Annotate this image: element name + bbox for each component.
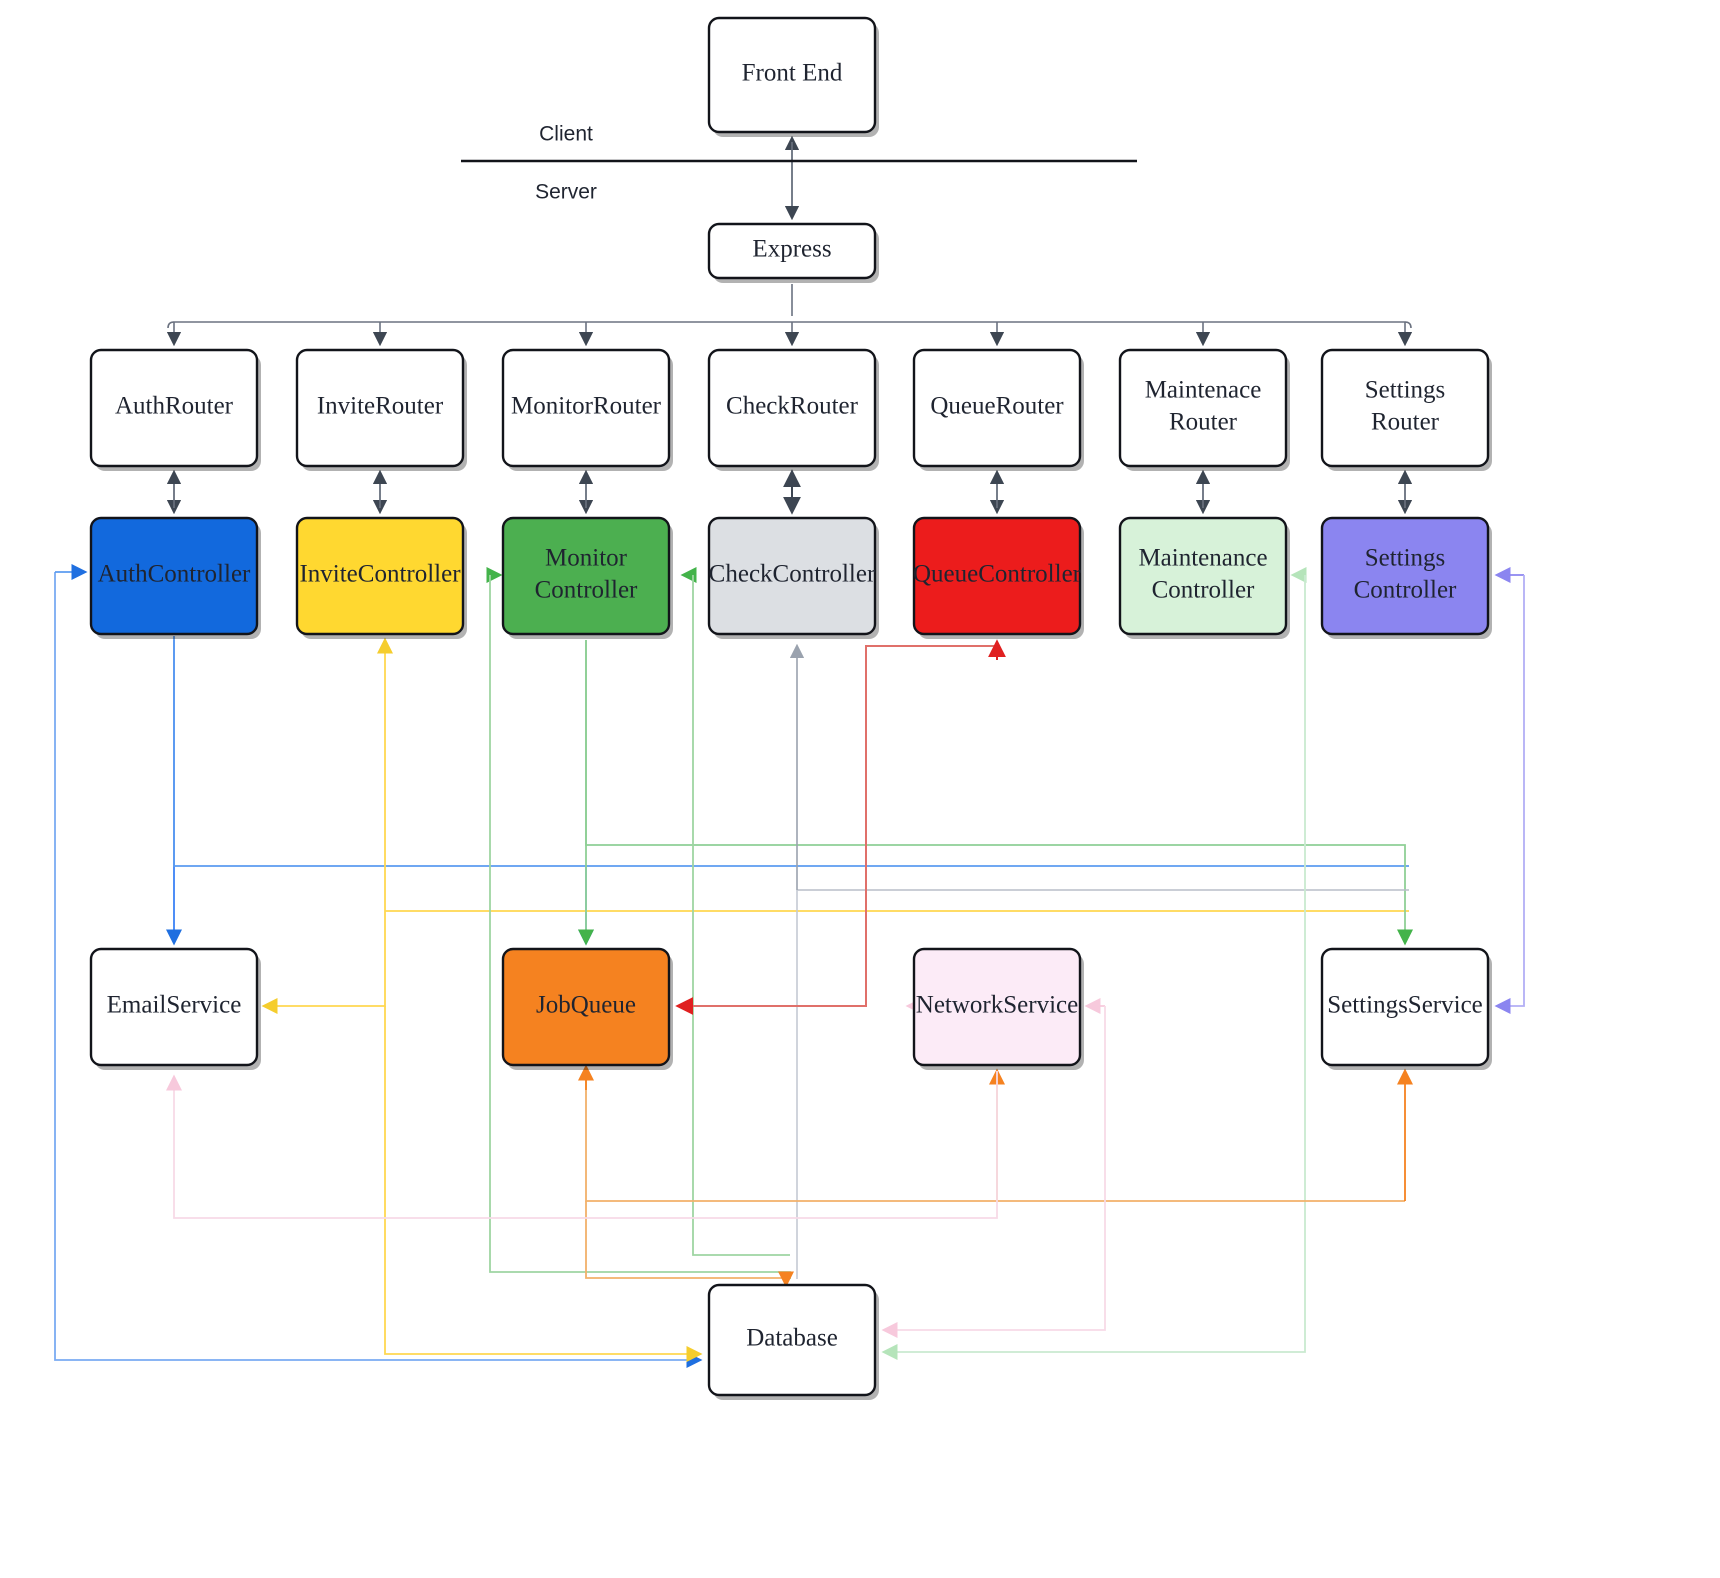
node-label-maintenanceController: Maintenance xyxy=(1138,545,1267,572)
node-label-frontend: Front End xyxy=(742,60,843,87)
edge-monitor-left-riser xyxy=(489,575,791,1279)
node-box-inviteRouter[interactable] xyxy=(295,348,465,468)
node-checkController[interactable]: CheckController xyxy=(707,516,879,639)
node-box-monitorRouter[interactable] xyxy=(501,348,671,468)
node-inviteRouter[interactable]: InviteRouter xyxy=(295,348,467,471)
node-label-jobQueue: JobQueue xyxy=(536,992,636,1019)
node-box-inviteController[interactable] xyxy=(295,516,465,636)
node-label-settingsService: SettingsService xyxy=(1327,992,1483,1019)
edge-monitor-settingsService xyxy=(585,640,1414,946)
edge-monitor-right-riser xyxy=(692,575,790,1256)
node-box-authRouter[interactable] xyxy=(89,348,259,468)
node-queueRouter[interactable]: QueueRouter xyxy=(912,348,1084,471)
node-box-emailService[interactable] xyxy=(89,947,259,1067)
node-authRouter[interactable]: AuthRouter xyxy=(89,348,261,471)
node-label-queueRouter: QueueRouter xyxy=(930,393,1064,420)
node-express[interactable]: Express xyxy=(707,222,879,283)
zone-label-client: Client xyxy=(539,123,593,146)
monitor-edges xyxy=(486,566,1414,1279)
jobqueue-edges xyxy=(577,1064,1414,1288)
edge-queue-jobQueue xyxy=(675,645,997,1015)
check-edges xyxy=(789,643,1409,1279)
node-label-queueController: QueueController xyxy=(913,561,1082,588)
node-networkService[interactable]: NetworkService xyxy=(912,947,1084,1070)
node-jobQueue[interactable]: JobQueue xyxy=(501,947,673,1070)
node-label-database: Database xyxy=(746,1325,838,1352)
node-box-database[interactable] xyxy=(707,1283,877,1397)
node-emailService[interactable]: EmailService xyxy=(89,947,261,1070)
node-box-maintenanceController[interactable] xyxy=(1118,516,1288,636)
node-database[interactable]: Database xyxy=(707,1283,879,1400)
maintenance-edges xyxy=(881,566,1307,1361)
settings-edges xyxy=(1494,566,1525,1015)
node-settingsService[interactable]: SettingsService xyxy=(1320,947,1492,1070)
node-label-networkService: NetworkService xyxy=(916,992,1078,1019)
node-label-monitorController: Controller xyxy=(535,577,638,604)
node-inviteController[interactable]: InviteController xyxy=(295,516,467,639)
node-box-settingsRouter[interactable] xyxy=(1320,348,1490,468)
node-label-settingsController: Settings xyxy=(1365,545,1446,572)
node-label-monitorRouter: MonitorRouter xyxy=(511,393,662,420)
node-label-checkRouter: CheckRouter xyxy=(726,393,859,420)
node-box-frontend[interactable] xyxy=(707,16,877,134)
edge-auth-database xyxy=(54,572,703,1369)
node-label-settingsController: Controller xyxy=(1354,577,1457,604)
node-box-maintenanceRouter[interactable] xyxy=(1118,348,1288,468)
edge-jobQueue-networkService xyxy=(585,1068,1006,1202)
node-box-settingsService[interactable] xyxy=(1320,947,1490,1067)
node-label-maintenanceRouter: Maintenace xyxy=(1145,377,1262,404)
edge-settings-settingsService xyxy=(1494,575,1525,1015)
node-checkRouter[interactable]: CheckRouter xyxy=(707,348,879,471)
node-queueController[interactable]: QueueController xyxy=(912,516,1084,639)
edge-invite-database xyxy=(384,1006,703,1363)
node-label-checkController: CheckController xyxy=(709,561,876,588)
edge-networkService-return xyxy=(881,1006,1106,1339)
edge-networkService-emailService xyxy=(165,1071,998,1219)
queue-edges xyxy=(675,639,1006,1015)
node-label-settingsRouter: Router xyxy=(1371,409,1440,436)
node-monitorRouter[interactable]: MonitorRouter xyxy=(501,348,673,471)
node-box-monitorController[interactable] xyxy=(501,516,671,636)
node-box-checkRouter[interactable] xyxy=(707,348,877,468)
edge-maintenance-database xyxy=(881,575,1306,1361)
node-label-authController: AuthController xyxy=(98,561,251,588)
structural-edges xyxy=(166,135,1413,515)
node-label-authRouter: AuthRouter xyxy=(115,393,234,420)
node-box-settingsController[interactable] xyxy=(1320,516,1490,636)
node-box-authController[interactable] xyxy=(89,516,259,636)
node-label-inviteController: InviteController xyxy=(299,561,461,588)
node-box-queueRouter[interactable] xyxy=(912,348,1082,468)
node-label-maintenanceRouter: Router xyxy=(1169,409,1238,436)
edge-invite-emailService xyxy=(261,911,386,1015)
zone-label-server: Server xyxy=(535,181,597,204)
node-label-inviteRouter: InviteRouter xyxy=(317,393,444,420)
node-box-express[interactable] xyxy=(707,222,877,280)
edge-jobQueue-database xyxy=(585,1201,795,1288)
node-label-maintenanceController: Controller xyxy=(1152,577,1255,604)
node-label-emailService: EmailService xyxy=(107,992,242,1019)
invite-edges xyxy=(261,637,1409,1363)
node-box-checkController[interactable] xyxy=(707,516,877,636)
node-frontend[interactable]: Front End xyxy=(707,16,879,137)
node-box-queueController[interactable] xyxy=(912,516,1082,636)
node-box-networkService[interactable] xyxy=(912,947,1082,1067)
node-box-jobQueue[interactable] xyxy=(501,947,671,1067)
edge-auth-jobQueue xyxy=(173,636,595,946)
node-label-express: Express xyxy=(752,236,831,263)
node-label-monitorController: Monitor xyxy=(545,545,628,572)
node-label-settingsRouter: Settings xyxy=(1365,377,1446,404)
node-authController[interactable]: AuthController xyxy=(89,516,261,639)
